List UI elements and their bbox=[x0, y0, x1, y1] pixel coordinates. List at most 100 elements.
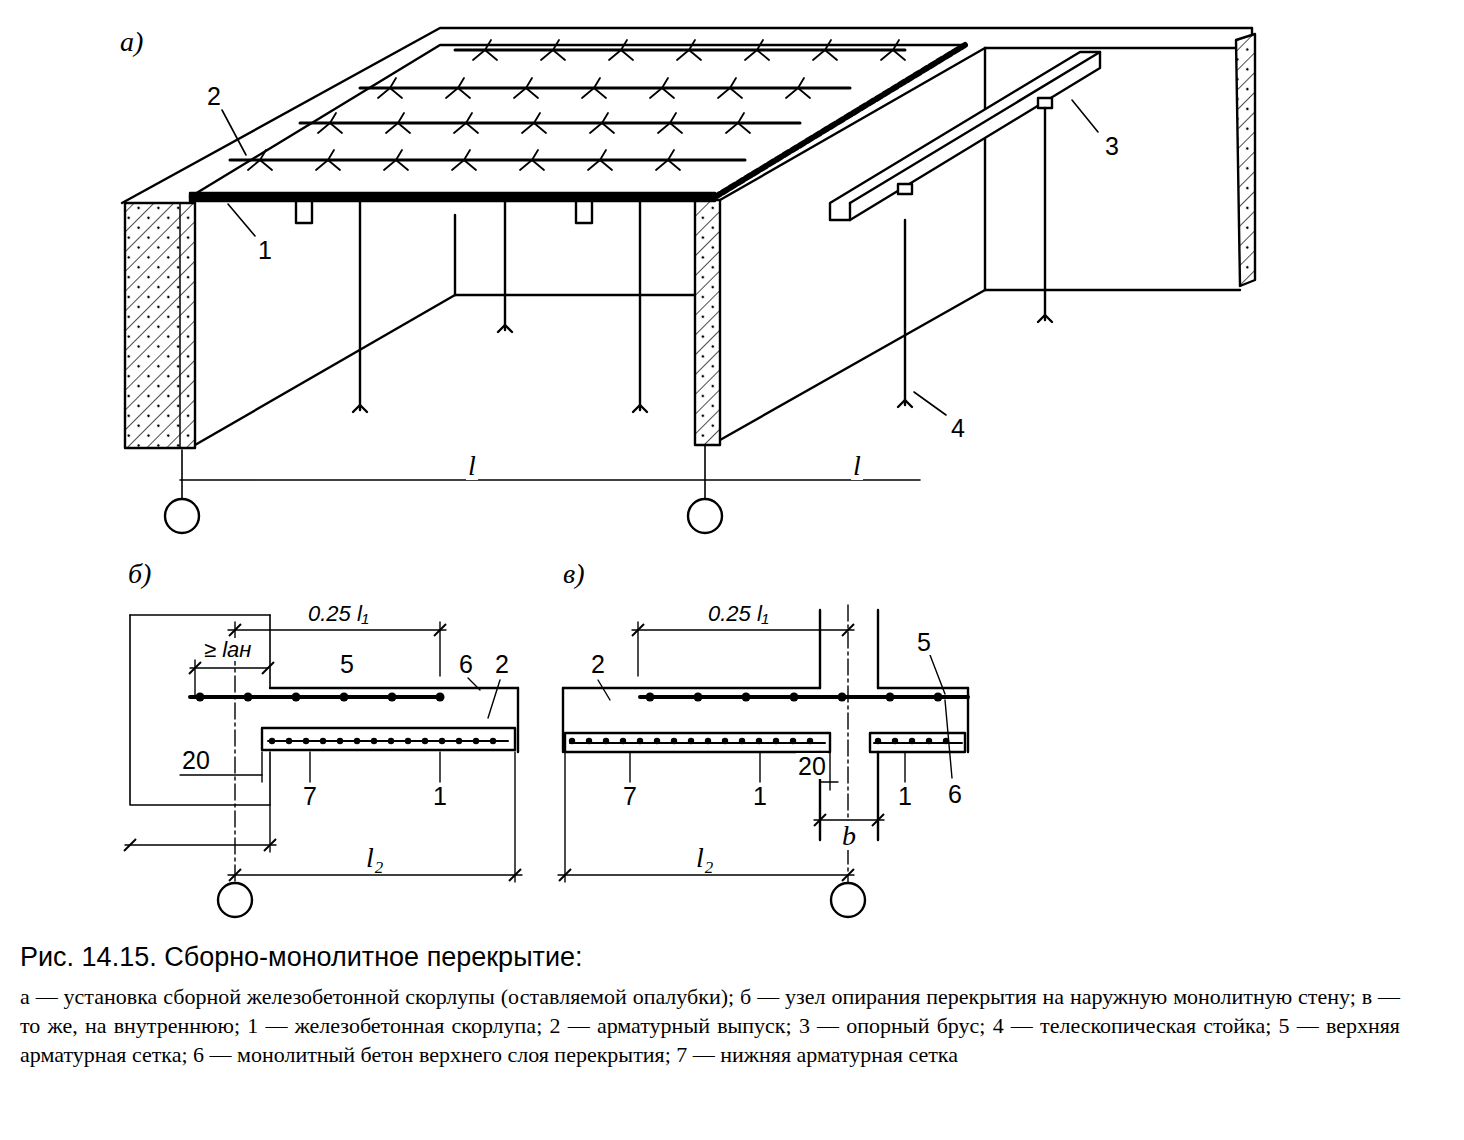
callout-number: 2 bbox=[589, 651, 607, 677]
callout-number: 6 bbox=[946, 781, 964, 807]
drawing-part bbox=[934, 693, 943, 702]
drawing-part bbox=[842, 624, 854, 636]
drawing-part bbox=[485, 40, 491, 50]
drawing-part bbox=[786, 88, 810, 98]
drawing-part bbox=[286, 738, 292, 744]
drawing-part bbox=[637, 738, 643, 744]
drawing-part bbox=[807, 738, 813, 744]
drawing-part bbox=[473, 50, 497, 60]
drawing-part bbox=[838, 693, 847, 702]
drawing-part bbox=[464, 150, 470, 160]
drawing-part bbox=[446, 88, 470, 98]
callout-number: 1 bbox=[751, 783, 769, 809]
drawing-part bbox=[340, 693, 349, 702]
drawing-part bbox=[466, 113, 472, 123]
drawing-part bbox=[318, 123, 342, 133]
drawing-part bbox=[390, 78, 396, 88]
drawing-part bbox=[260, 150, 266, 160]
drawing-part bbox=[705, 738, 711, 744]
dimension-label: l₂ bbox=[364, 843, 386, 872]
drawing-part bbox=[790, 738, 796, 744]
drawing-part bbox=[520, 160, 544, 170]
drawing-part bbox=[371, 738, 377, 744]
drawing-part bbox=[388, 693, 397, 702]
dimension-label: 20 bbox=[796, 753, 828, 779]
drawing-part bbox=[620, 738, 626, 744]
drawing-part bbox=[926, 738, 932, 744]
callout-number: 2 bbox=[205, 83, 223, 109]
caption-note: а — установка сборной железобетонной ско… bbox=[20, 982, 1400, 1069]
drawing-part bbox=[632, 624, 644, 636]
dimension-label: 20 bbox=[180, 747, 212, 773]
drawing-part bbox=[473, 738, 479, 744]
dimension-label: b bbox=[840, 821, 858, 850]
callout-number: 5 bbox=[915, 629, 933, 655]
drawing-part bbox=[534, 113, 540, 123]
drawing-part bbox=[396, 150, 402, 160]
drawing-part bbox=[842, 869, 854, 881]
drawing-part bbox=[825, 40, 831, 50]
drawing-part bbox=[398, 113, 404, 123]
drawing-part bbox=[745, 50, 769, 60]
callout-number: 5 bbox=[338, 651, 356, 677]
drawing-part bbox=[773, 738, 779, 744]
drawing-part bbox=[689, 40, 695, 50]
drawing-part bbox=[586, 738, 592, 744]
drawing-part bbox=[526, 78, 532, 88]
drawing-part bbox=[514, 88, 538, 98]
drawing-part bbox=[654, 738, 660, 744]
drawing-part bbox=[756, 738, 762, 744]
drawing-part bbox=[742, 693, 751, 702]
drawing-part bbox=[892, 738, 898, 744]
drawing-part bbox=[881, 50, 905, 60]
drawing-part bbox=[588, 160, 612, 170]
drawing-part bbox=[532, 150, 538, 160]
drawing-part bbox=[582, 88, 606, 98]
drawing-part bbox=[328, 150, 334, 160]
drawing-part bbox=[264, 839, 276, 851]
drawing-part bbox=[569, 738, 575, 744]
callout-number: 2 bbox=[493, 651, 511, 677]
figure-caption: Рис. 14.15. Сборно-монолитное перекрытие… bbox=[20, 942, 583, 973]
dimension-label: l bbox=[466, 451, 478, 480]
drawing-part bbox=[553, 40, 559, 50]
drawing-part bbox=[677, 50, 701, 60]
drawing-part bbox=[452, 160, 476, 170]
drawing-part bbox=[694, 693, 703, 702]
drawing-part bbox=[602, 113, 608, 123]
drawing-part bbox=[814, 814, 826, 826]
drawing-part bbox=[688, 738, 694, 744]
callout-number: 1 bbox=[431, 783, 449, 809]
callout-number: 1 bbox=[896, 783, 914, 809]
drawing-part bbox=[456, 738, 462, 744]
callout-number: 6 bbox=[457, 651, 475, 677]
panel-letter: в) bbox=[561, 559, 586, 588]
drawing-part bbox=[522, 123, 546, 133]
drawing-part bbox=[330, 113, 336, 123]
dimension-label: 0.25 l₁ bbox=[306, 602, 371, 625]
drawing-part bbox=[726, 123, 750, 133]
dimension-label: ≥ lан bbox=[202, 638, 253, 661]
drawing-part bbox=[248, 160, 272, 170]
drawing-part bbox=[454, 123, 478, 133]
panel-letter: б) bbox=[126, 559, 153, 588]
drawing-part bbox=[458, 78, 464, 88]
drawing-part bbox=[124, 839, 136, 851]
panel-letter: а) bbox=[118, 27, 145, 56]
drawing-part bbox=[722, 738, 728, 744]
drawing-part bbox=[229, 624, 241, 636]
dimension-label: l₂ bbox=[694, 843, 716, 872]
drawing-part bbox=[244, 693, 253, 702]
drawing-part bbox=[439, 738, 445, 744]
drawing-part bbox=[434, 624, 446, 636]
drawing-part bbox=[730, 78, 736, 88]
drawing-part bbox=[909, 738, 915, 744]
drawing-part bbox=[559, 869, 571, 881]
drawing-part bbox=[269, 738, 275, 744]
drawing-part bbox=[384, 160, 408, 170]
drawing-part bbox=[757, 40, 763, 50]
drawing-part bbox=[609, 50, 633, 60]
drawing-part bbox=[658, 123, 682, 133]
drawing-part bbox=[455, 49, 905, 52]
